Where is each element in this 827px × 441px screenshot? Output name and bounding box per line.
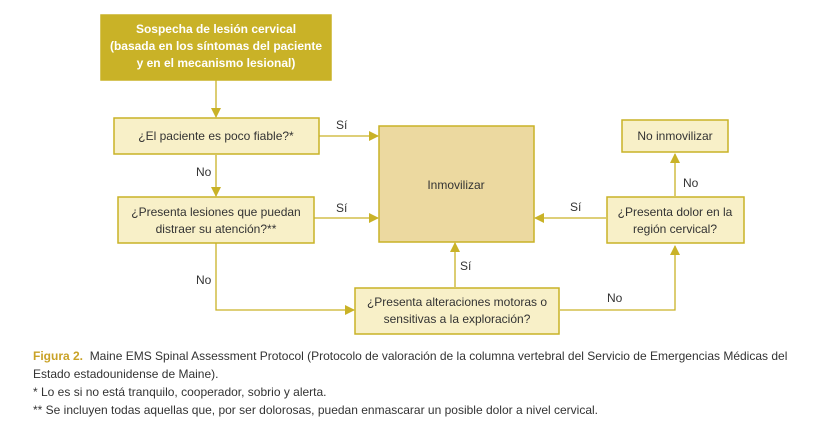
node-start-line-3: y en el mecanismo lesional)	[137, 56, 296, 70]
label-q4-no: No	[683, 176, 699, 190]
node-q3: ¿Presenta alteraciones motoras o sensiti…	[354, 287, 560, 335]
node-immobilize: Inmovilizar	[378, 125, 535, 243]
node-q4-line-1: ¿Presenta dolor en la	[618, 205, 733, 219]
node-q4-line-2: región cervical?	[633, 222, 717, 236]
flowchart: Sí No Sí No Sí No Sí No Sospecha de lesi…	[100, 14, 745, 335]
node-q2-line-1: ¿Presenta lesiones que puedan	[131, 205, 300, 219]
label-q2-no: No	[196, 273, 212, 287]
node-start-line-2: (basada en los síntomas del paciente	[110, 39, 322, 53]
label-q3-yes: Sí	[460, 259, 472, 273]
node-immobilize-line-1: Inmovilizar	[427, 178, 484, 192]
caption-main: Figura 2. Maine EMS Spinal Assessment Pr…	[33, 347, 803, 383]
node-start: Sospecha de lesión cervical (basada en l…	[100, 14, 332, 81]
edge-q3-no	[560, 245, 680, 311]
node-q3-line-2: sensitivas a la exploración?	[384, 312, 531, 326]
caption-figure-label: Figura 2.	[33, 349, 84, 363]
caption-note-2: ** Se incluyen todas aquellas que, por s…	[33, 403, 599, 417]
label-q4-yes: Sí	[570, 200, 582, 214]
caption-text: Maine EMS Spinal Assessment Protocol (Pr…	[33, 349, 788, 381]
node-q2-line-2: distraer su atención?**	[156, 222, 277, 236]
node-q3-line-1: ¿Presenta alteraciones motoras o	[367, 295, 547, 309]
caption-note-1: * Lo es si no está tranquilo, cooperador…	[33, 385, 327, 399]
label-q1-no: No	[196, 165, 212, 179]
node-q4: ¿Presenta dolor en la región cervical?	[606, 196, 745, 244]
edge-q2-no	[215, 243, 355, 315]
label-q2-yes: Sí	[336, 201, 348, 215]
node-no-immobilize: No inmovilizar	[621, 119, 729, 153]
label-q1-yes: Sí	[336, 118, 348, 132]
node-q2: ¿Presenta lesiones que puedan distraer s…	[117, 196, 315, 244]
node-start-line-1: Sospecha de lesión cervical	[136, 22, 296, 36]
node-no-immobilize-line-1: No inmovilizar	[637, 129, 712, 143]
node-q1-line-1: ¿El paciente es poco fiable?*	[138, 129, 294, 143]
label-q3-no: No	[607, 291, 623, 305]
node-q1: ¿El paciente es poco fiable?*	[113, 117, 320, 155]
figure-caption: Figura 2. Maine EMS Spinal Assessment Pr…	[33, 347, 803, 419]
